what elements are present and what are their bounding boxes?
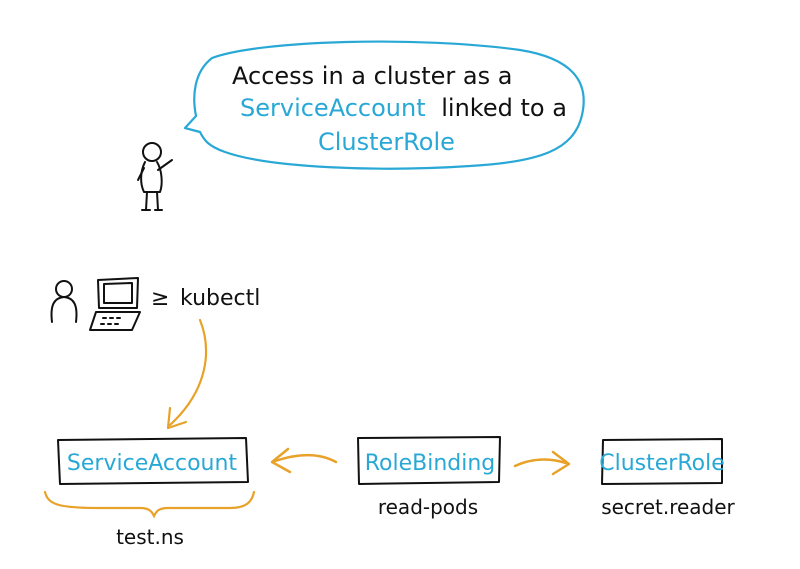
speech-line-3: ClusterRole <box>318 128 455 156</box>
command-prompt: ≥ <box>151 286 169 311</box>
speaker-person-icon <box>137 142 173 211</box>
laptop-icon <box>89 277 141 331</box>
serviceaccount-label: ServiceAccount <box>67 451 238 476</box>
arrowhead-rolebinding-to-serviceaccount <box>270 447 292 474</box>
arrowhead-user-to-serviceaccount <box>166 406 188 430</box>
speech-serviceaccount-text: ServiceAccount <box>240 94 426 122</box>
command-text: kubectl <box>180 286 260 311</box>
speech-line-1: Access in a cluster as a <box>232 62 512 90</box>
clusterrole-label: ClusterRole <box>599 451 725 476</box>
user-person-icon <box>50 280 78 323</box>
clusterrole-caption: secret.reader <box>601 495 735 519</box>
serviceaccount-box <box>57 437 249 485</box>
namespace-brace <box>43 490 256 519</box>
serviceaccount-caption: test.ns <box>116 525 184 549</box>
speech-bubble <box>183 40 585 170</box>
rolebinding-box <box>357 436 501 485</box>
arrow-rolebinding-to-serviceaccount <box>273 453 338 464</box>
speech-line-2: ServiceAccount linked to a <box>240 94 567 122</box>
speech-linked-text: linked to a <box>441 94 567 122</box>
rolebinding-label: RoleBinding <box>365 451 496 476</box>
rolebinding-caption: read-pods <box>378 495 478 519</box>
arrow-rolebinding-to-clusterrole <box>513 458 568 468</box>
clusterrole-box <box>601 438 723 485</box>
arrowhead-rolebinding-to-clusterrole <box>551 450 571 476</box>
arrow-user-to-serviceaccount <box>168 318 208 427</box>
